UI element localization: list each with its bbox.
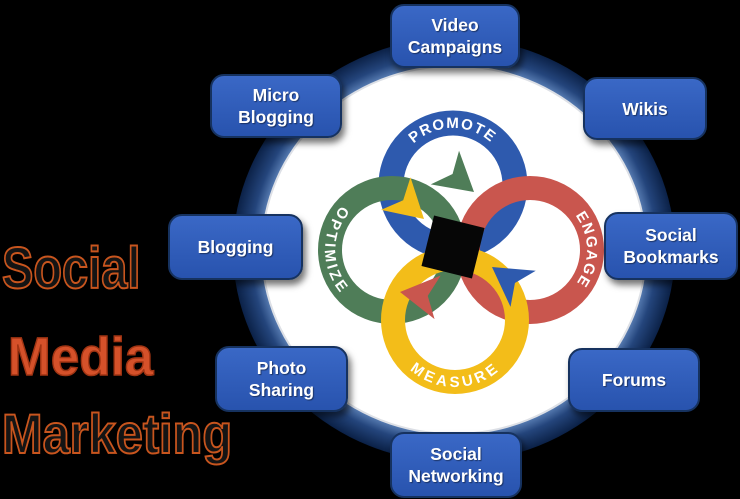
node-video-campaigns: Video Campaigns — [390, 4, 520, 68]
title-line-marketing: Marketing — [1, 402, 233, 465]
title-line-media: Media — [7, 327, 154, 387]
promote-arrowhead — [492, 267, 536, 307]
cycle-diagram: PROMOTE ENGAGE MEASURE OPTIMIZE — [318, 110, 604, 394]
node-photo-sharing: Photo Sharing — [215, 346, 348, 412]
node-forums: Forums — [568, 348, 700, 412]
node-social-bookmarks: Social Bookmarks — [604, 212, 738, 280]
node-micro-blogging: Micro Blogging — [210, 74, 342, 138]
measure-arrowhead — [381, 177, 424, 219]
optimize-arrowhead — [430, 150, 474, 192]
node-wikis: Wikis — [583, 77, 707, 140]
center-square — [421, 215, 485, 279]
node-social-networking: Social Networking — [390, 432, 522, 498]
engage-arrowhead — [400, 275, 441, 320]
node-blogging: Blogging — [168, 214, 303, 280]
title-line-social: Social — [1, 236, 141, 301]
